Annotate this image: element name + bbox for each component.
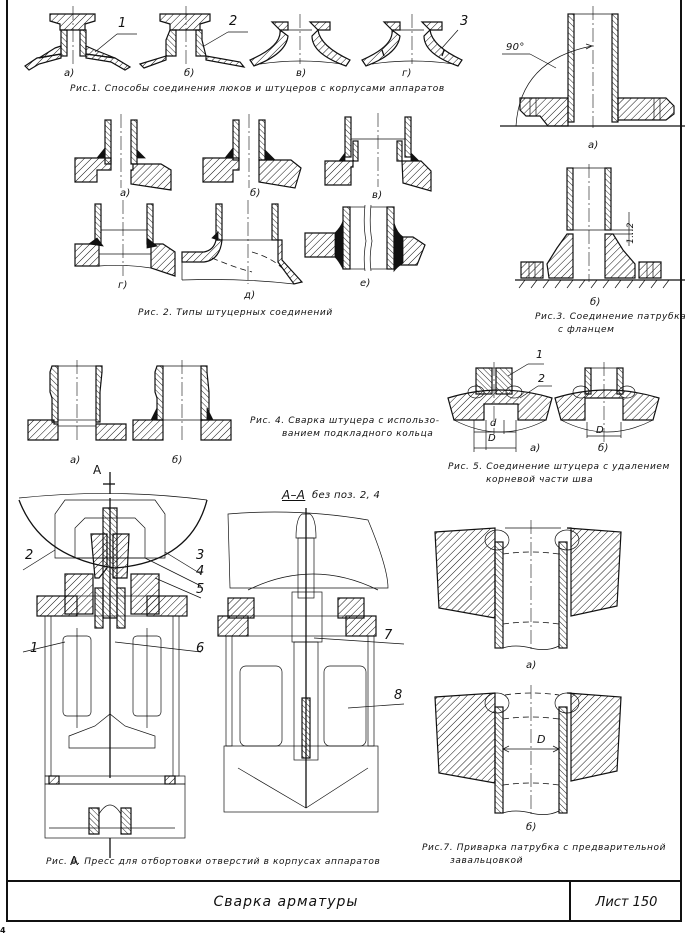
fig7-drawing-a	[434, 520, 622, 652]
fig5-b-dim-D: D	[596, 425, 605, 436]
sheet-number: Лист 150	[569, 882, 682, 922]
fig6-drawing-press	[18, 472, 208, 858]
fig1-sub-a: а)	[64, 68, 75, 79]
fig2-drawing-g	[74, 200, 176, 277]
fig5-caption-line1: Рис. 5. Соединение штуцера с удалением	[448, 462, 670, 472]
fig6-callout-2: 2	[25, 548, 34, 563]
fig1-callout-3: 3	[460, 14, 469, 29]
fig1-callout-1: 1	[118, 16, 127, 31]
fig5-caption-line2: корневой части шва	[486, 475, 594, 485]
fig5-drawing-b	[554, 362, 660, 442]
fig4-caption-line2: ванием подкладного кольца	[282, 429, 434, 439]
fig6-caption: Рис. 6. Пресс для отбортовки отверстий в…	[46, 857, 381, 867]
drawing-sheet-frame	[6, 0, 682, 922]
fig4-drawing-b	[132, 360, 232, 442]
fig6-callout-1: 1	[30, 641, 39, 656]
fig6-callout-3: 3	[196, 548, 205, 563]
fig1-drawing-a	[24, 6, 137, 71]
fig5-sub-b: б)	[598, 443, 609, 454]
fig1-drawing-v	[249, 14, 351, 67]
fig7-sub-a: а)	[526, 660, 537, 671]
fig1-callout-2: 2	[229, 14, 238, 29]
fig2-drawing-e	[304, 204, 426, 273]
fig2-sub-v: в)	[372, 190, 383, 201]
fig5-callout-2: 2	[538, 372, 545, 385]
fig2-drawing-a	[74, 114, 172, 191]
fig7-dim-D: D	[537, 733, 546, 746]
fig6-section-title: А–А	[282, 488, 306, 502]
fig5-drawing-a	[447, 362, 553, 452]
fig1-sub-b: б)	[184, 68, 195, 79]
fig6-callout-4: 4	[196, 564, 205, 579]
fig2-sub-d: д)	[244, 290, 256, 301]
fig4-drawing-a	[27, 360, 127, 442]
fig5-callout-1: 1	[536, 348, 543, 361]
fig4-caption-line1: Рис. 4. Сварка штуцера с использо-	[250, 416, 440, 426]
fig2-drawing-v	[324, 113, 432, 192]
fig2-caption: Рис. 2. Типы штуцерных соединений	[138, 308, 333, 318]
fig3-caption-line2: с фланцем	[558, 325, 615, 335]
fig2-sub-a: а)	[120, 188, 131, 199]
fig2-drawing-d	[181, 200, 304, 285]
fig5-dim-D: D	[488, 433, 497, 444]
fig1-sub-g: г)	[402, 68, 412, 79]
fig2-sub-e: е)	[360, 278, 371, 289]
fig2-sub-b: б)	[250, 188, 261, 199]
corner-mark: 4	[0, 926, 6, 935]
fig7-caption-line2: завальцовкой	[450, 856, 524, 866]
fig7-drawing-b	[434, 685, 622, 817]
fig3-caption-line1: Рис.3. Соединение патрубка	[535, 312, 687, 322]
fig2-sub-g: г)	[118, 280, 128, 291]
fig4-sub-b: б)	[172, 455, 183, 466]
title-block: Сварка арматуры Лист 150	[6, 880, 682, 922]
fig7-sub-b: б)	[526, 822, 537, 833]
fig3-drawing-a	[500, 6, 685, 128]
fig1-drawing-g	[361, 14, 463, 67]
sheet-title: Сварка арматуры	[213, 894, 359, 910]
fig6-callout-8: 8	[394, 688, 403, 703]
fig3-sub-a: а)	[588, 140, 599, 151]
fig1-sub-v: в)	[296, 68, 307, 79]
fig6-callout-7: 7	[384, 628, 393, 643]
fig2-drawing-b	[202, 114, 302, 189]
fig6-section-mark-bottom: А	[70, 854, 79, 868]
fig6-section-mark-top: А	[93, 463, 102, 477]
fig3-angle-label: 90°	[506, 42, 525, 53]
fig1-caption: Рис.1. Способы соединения люков и штуцер…	[70, 84, 445, 94]
fig1-drawing-b	[138, 6, 248, 69]
fig7-caption-line1: Рис.7. Приварка патрубка с предварительн…	[422, 843, 667, 853]
fig6-callout-5: 5	[196, 582, 205, 597]
fig3-gap-label: 1...2	[625, 222, 636, 244]
fig3-drawing-b	[515, 164, 685, 289]
fig6-callout-6: 6	[196, 641, 205, 656]
fig4-sub-a: а)	[70, 455, 81, 466]
fig6-section-note: без поз. 2, 4	[312, 490, 381, 501]
fig5-sub-a: а)	[530, 443, 541, 454]
fig5-dim-d: d	[490, 418, 497, 429]
fig6-drawing-section	[217, 508, 405, 813]
fig3-sub-b: б)	[590, 297, 601, 308]
